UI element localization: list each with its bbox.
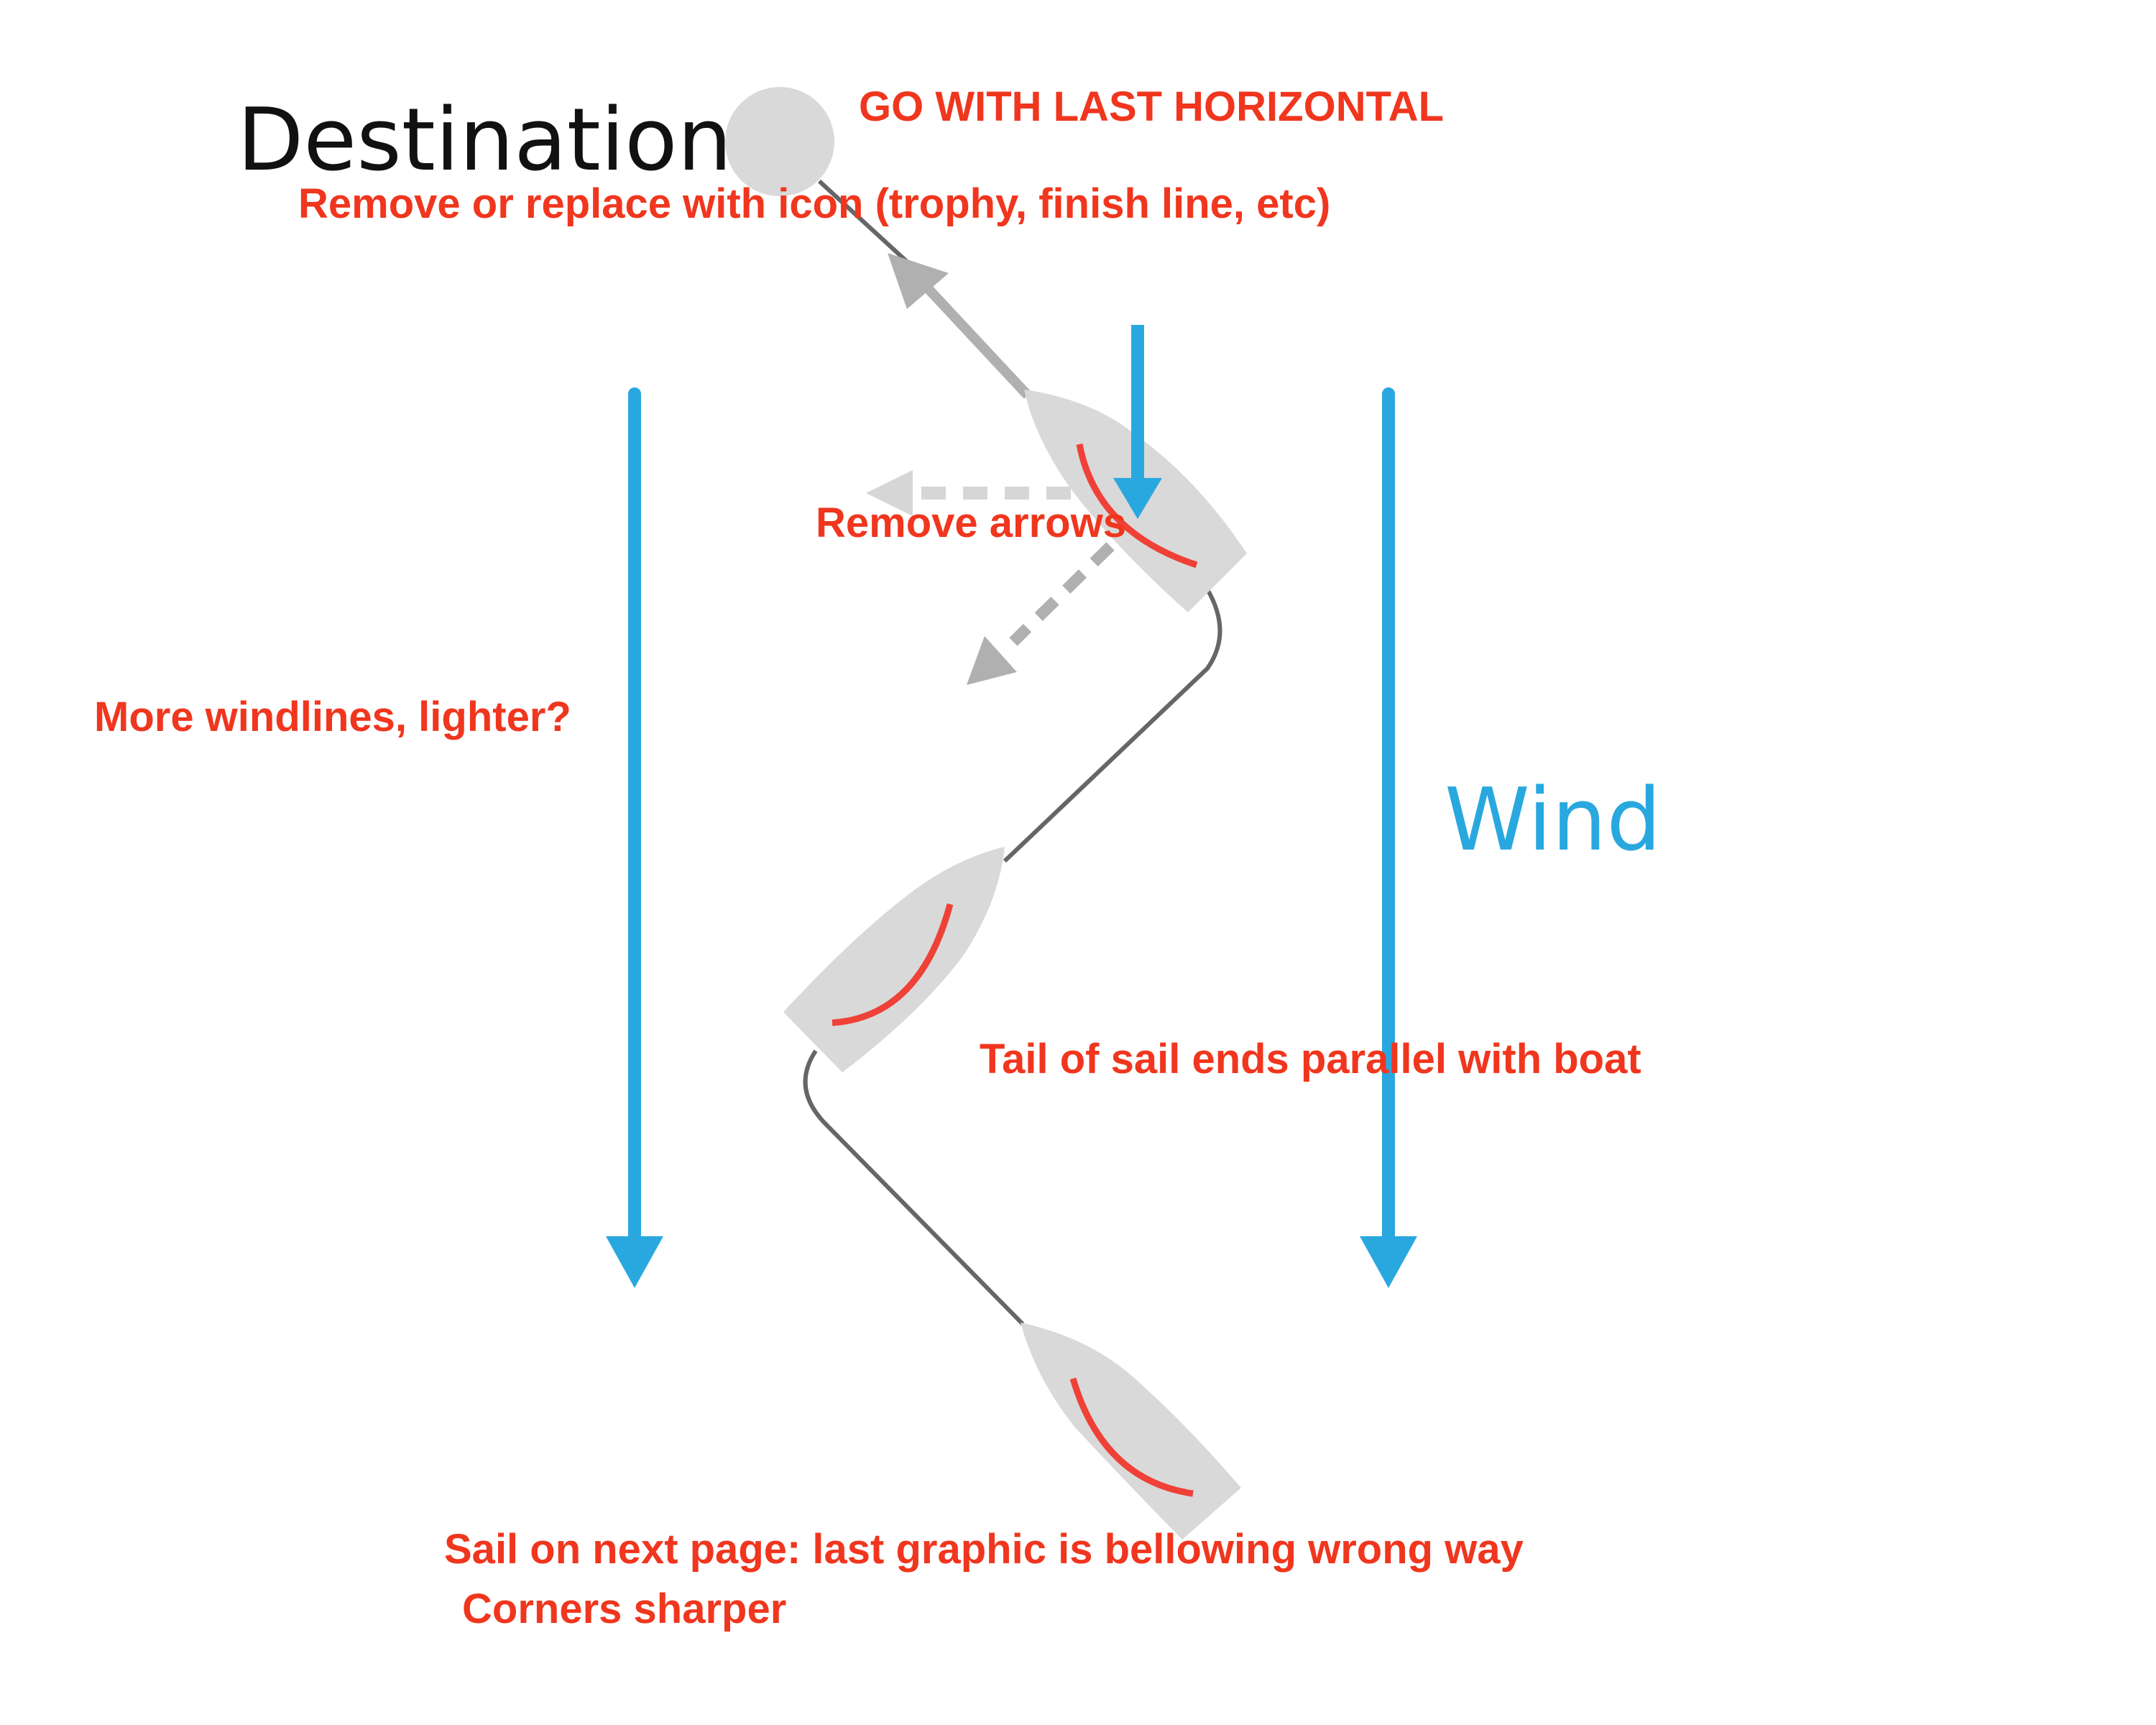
heading-arrow-shaft [923, 284, 1032, 399]
annotation-remove-arrows: Remove arrows [816, 500, 1126, 546]
destination-label: Destination [237, 91, 732, 190]
annotation-more-windlines: More windlines, lighter? [94, 694, 571, 740]
heading-arrow-head [888, 253, 949, 309]
annotation-sail-next-page: Sail on next page: last graphic is bello… [444, 1526, 1524, 1573]
wind-arrow-left-head [606, 1236, 663, 1288]
wind-arrow-right-head [1360, 1236, 1417, 1288]
annotation-replace-icon: Remove or replace with icon (trophy, fin… [298, 180, 1330, 227]
boat-bottom [1021, 1322, 1241, 1540]
boat-top-sail [1076, 443, 1198, 569]
boat-bottom-hull [1021, 1322, 1241, 1540]
wind-label: Wind [1445, 770, 1662, 870]
dashed-arrow-diagonal-head [967, 636, 1017, 685]
dashed-arrow-diagonal-shaft [1009, 542, 1115, 646]
wind-arrow-short-head [1113, 478, 1162, 519]
destination-marker [725, 87, 834, 196]
annotation-corners-sharper: Corners sharper [462, 1586, 786, 1632]
annotation-tail-of-sail: Tail of sail ends parallel with boat [980, 1036, 1641, 1082]
boat-bottom-sail [1069, 1377, 1194, 1497]
path-to-destination [817, 179, 909, 264]
boat-middle-hull [783, 847, 1005, 1072]
boat-middle-sail [831, 903, 954, 1026]
tack-path-upper [1003, 588, 1222, 863]
boat-middle [783, 847, 1005, 1072]
tack-path-lower [803, 1049, 1025, 1326]
annotation-go-horizontal: GO WITH LAST HORIZONTAL [859, 83, 1444, 130]
dashed-arrow-left-head [866, 470, 913, 516]
